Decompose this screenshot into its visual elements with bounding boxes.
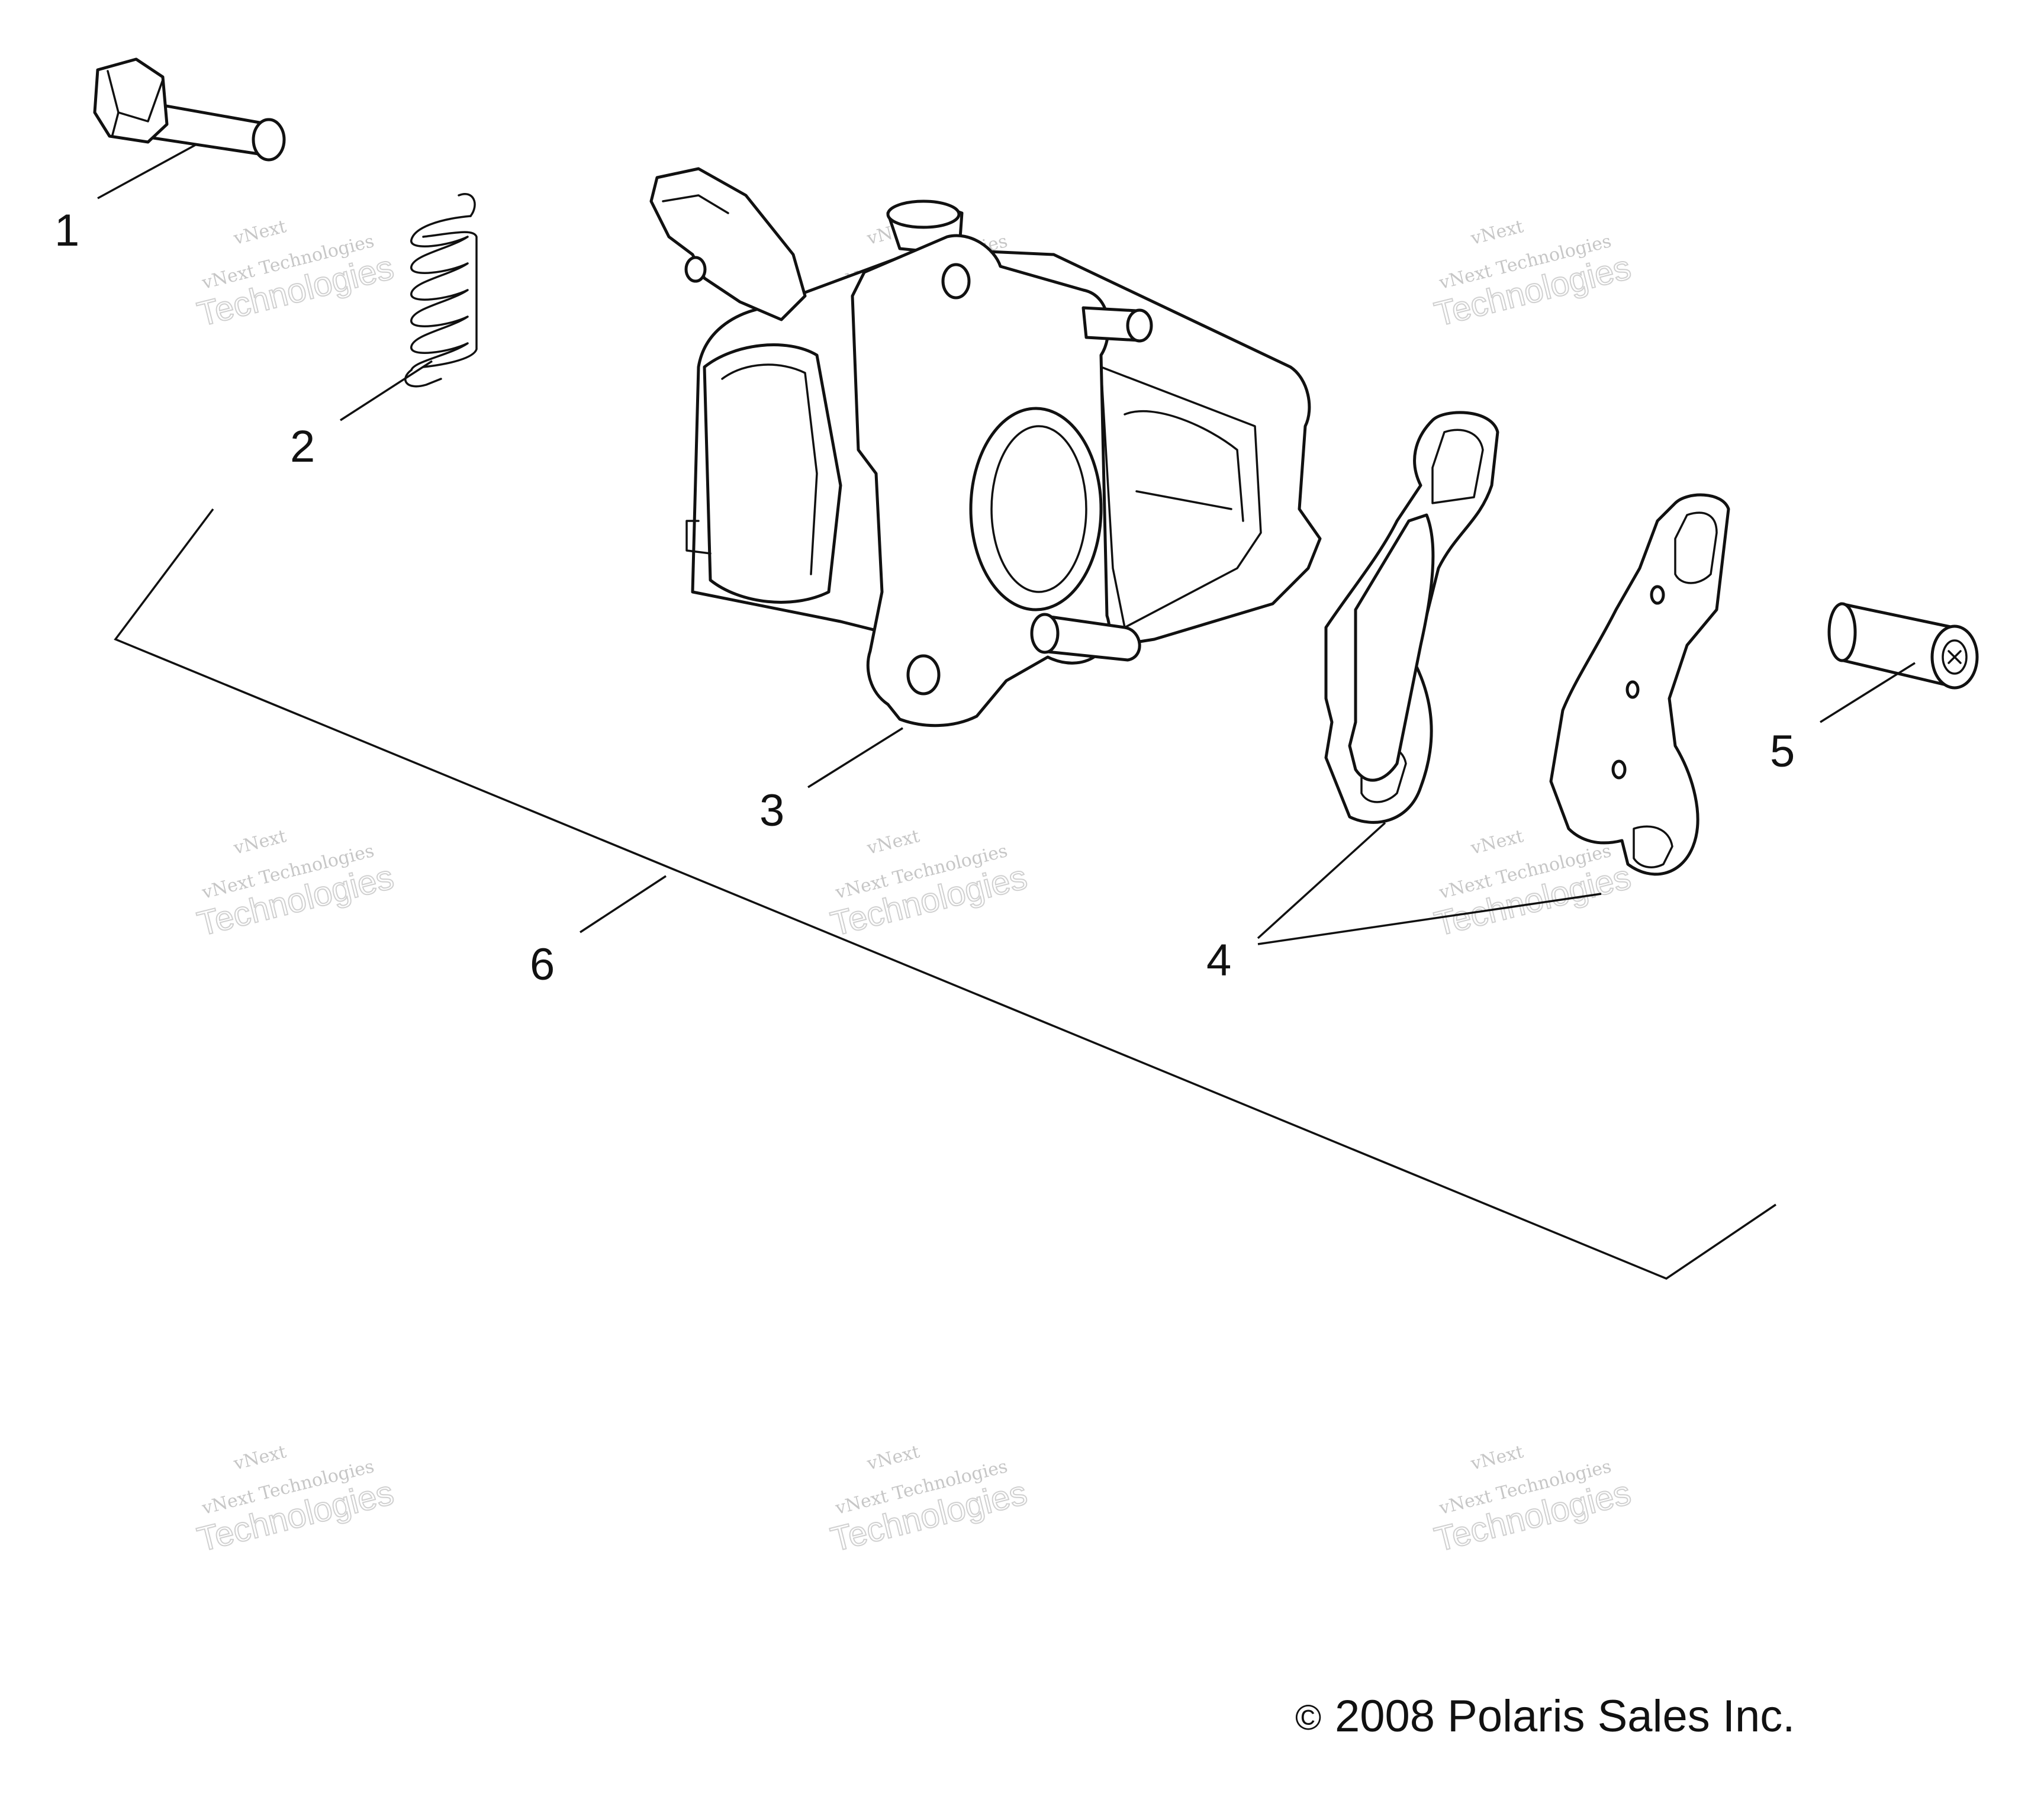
watermark-bottom-right: vNext vNext Technologies Technologies	[1430, 1441, 1635, 1560]
leader-1	[97, 144, 196, 199]
copyright-notice: © 2008 Polaris Sales Inc.	[1295, 1691, 1795, 1741]
leader-2	[340, 360, 433, 421]
spring-part	[404, 193, 478, 388]
watermark-line1: vNext	[864, 1441, 922, 1474]
leader-4b	[1257, 893, 1602, 945]
watermark-top-right: vNext vNext Technologies Technologies	[1430, 216, 1635, 334]
brake-pads-part	[1324, 411, 1730, 876]
watermark-line1: vNext	[231, 826, 288, 859]
watermark-top-left: vNext vNext Technologies Technologies	[193, 216, 398, 334]
callout-5: 5	[1770, 726, 1795, 777]
watermark-line1: vNext	[231, 216, 288, 249]
watermark-bottom-left: vNext vNext Technologies Technologies	[193, 1441, 398, 1560]
copyright-text: 2008 Polaris Sales Inc.	[1335, 1691, 1795, 1741]
sleeve-part	[1827, 602, 1979, 690]
copyright-symbol: ©	[1295, 1698, 1321, 1737]
leader-5	[1820, 662, 1916, 723]
leader-lines	[97, 144, 1916, 1280]
watermark-line1: vNext	[231, 1441, 288, 1474]
callout-2: 2	[290, 421, 315, 472]
watermark-line1: vNext	[864, 826, 922, 859]
caliper-part	[649, 167, 1322, 727]
watermark-mid-center: vNext vNext Technologies Technologies	[826, 826, 1031, 944]
leader-6	[580, 875, 667, 933]
callout-3: 3	[759, 785, 784, 836]
callout-1: 1	[54, 205, 79, 256]
watermark-bottom-center: vNext vNext Technologies Technologies	[826, 1441, 1031, 1560]
watermark-mid-left: vNext vNext Technologies Technologies	[193, 826, 398, 944]
callout-numbers: 1 2 3 4 5 6	[54, 205, 1795, 990]
watermark-line1: vNext	[1468, 216, 1525, 249]
callout-6: 6	[530, 939, 555, 990]
callout-4: 4	[1206, 935, 1231, 986]
bolt-part	[93, 57, 286, 162]
leader-4a	[1257, 822, 1386, 939]
leader-3	[807, 727, 903, 788]
assembly-bracket	[114, 508, 1776, 1280]
watermark-line1: vNext	[1468, 826, 1525, 859]
watermark-line1: vNext	[1468, 1441, 1525, 1474]
